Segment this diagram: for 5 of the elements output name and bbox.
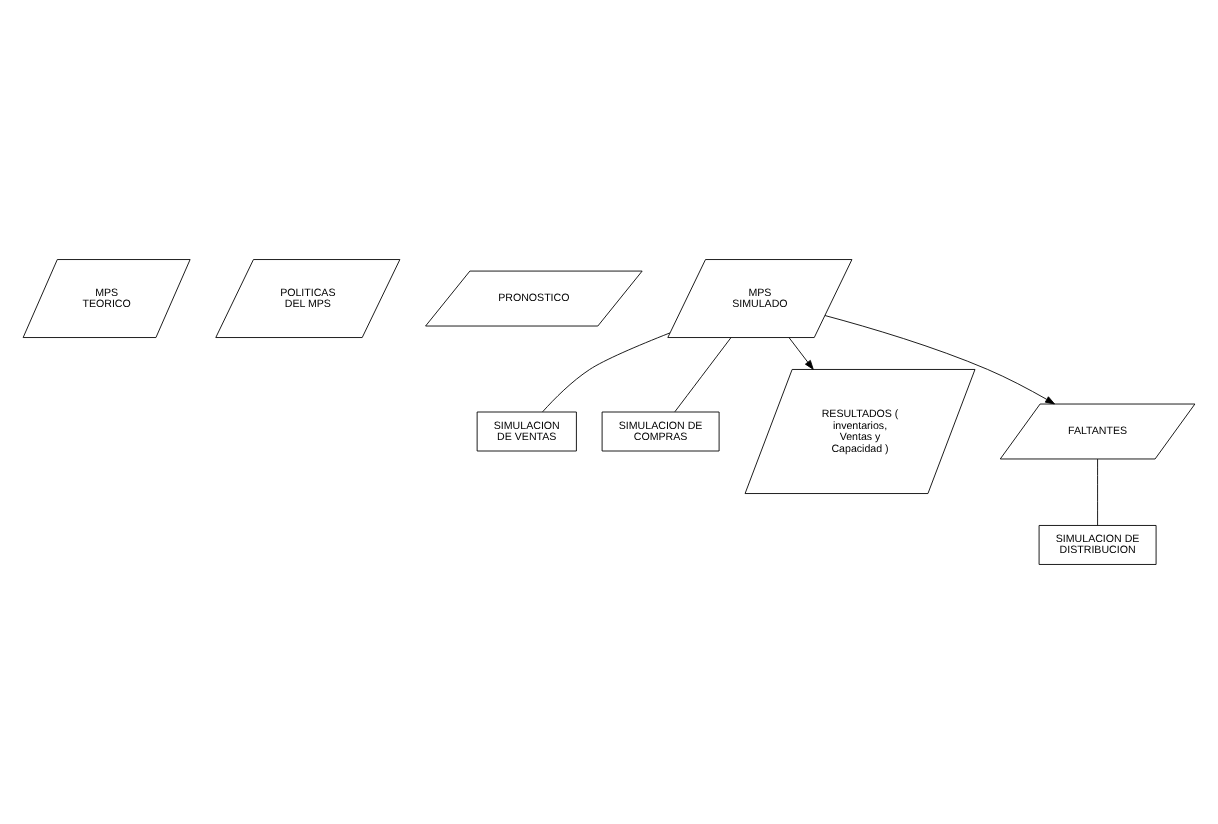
arrow — [824, 315, 1055, 405]
connector — [674, 337, 732, 413]
arrow — [788, 337, 814, 370]
connector — [542, 332, 671, 413]
connector — [1097, 458, 1099, 526]
